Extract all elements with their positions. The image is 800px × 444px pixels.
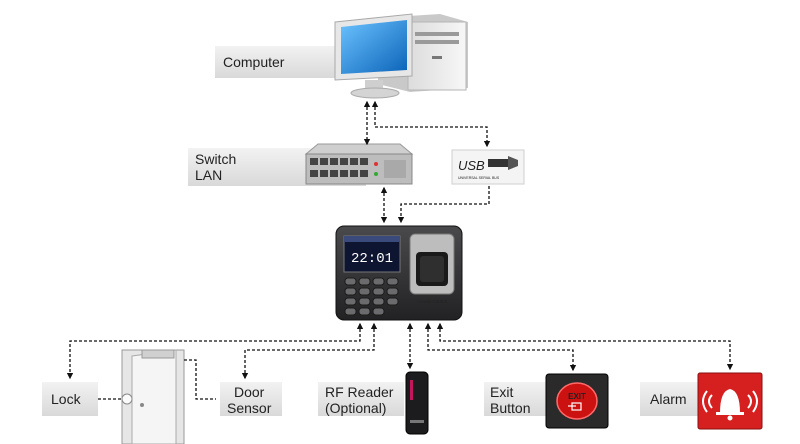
switch-label-line1: Switch (195, 151, 236, 167)
keypad-key (344, 307, 357, 316)
exit-sign-text: EXIT (568, 392, 586, 401)
door-lock-icon (121, 393, 133, 405)
keypad-key (386, 277, 399, 286)
lock-label-box (42, 382, 98, 416)
alarm-node: Alarm (640, 372, 763, 430)
connector-terminal-alarm (436, 322, 734, 371)
keypad-key (386, 287, 399, 296)
keypad-key (344, 277, 357, 286)
rf-reader-label-box (318, 382, 404, 416)
keypad-key (358, 287, 371, 296)
lock-node: Lock (42, 382, 98, 416)
exit-button-label-box (484, 382, 548, 416)
door-sensor-label-line1: Door (234, 384, 265, 400)
connector-computer-usb (371, 100, 491, 148)
keypad-key (372, 287, 385, 296)
door-sensor-label-box (220, 382, 282, 416)
door-sensor-label-line2: Sensor (227, 400, 272, 416)
connector-door-sensor (184, 359, 216, 400)
keypad-key (386, 297, 399, 306)
switch-node: Switch LAN (188, 143, 414, 186)
exit-button-label-line1: Exit (490, 384, 513, 400)
keypad-key (344, 287, 357, 296)
keypad-key (358, 307, 371, 316)
connectors (66, 100, 734, 400)
alarm-label-box (640, 382, 700, 416)
keypad-key (372, 277, 385, 286)
usb-plug-icon (488, 156, 518, 170)
exit-button-label-line2: Button (490, 400, 530, 416)
terminal-keypad (344, 277, 399, 316)
keypad-key (372, 297, 385, 306)
computer-label: Computer (223, 54, 285, 70)
switch-label-line2: LAN (195, 167, 222, 183)
rf-reader-label-line2: (Optional) (325, 400, 386, 416)
exit-button-icon: EXIT (545, 373, 609, 429)
lock-label: Lock (51, 391, 82, 407)
fingerprint-sensor-icon (409, 233, 455, 295)
access-control-terminal: 22:01 Access Control (335, 225, 463, 321)
keypad-key (358, 297, 371, 306)
connector-terminal-exit-button (424, 322, 577, 372)
keypad-key (372, 307, 385, 316)
usb-node: USB UNIVERSAL SERIAL BUS (451, 149, 525, 185)
keypad-key (344, 297, 357, 306)
connector-terminal-lock (66, 322, 364, 380)
connector-terminal-door-sensor (241, 322, 378, 380)
rf-reader-icon (405, 371, 429, 435)
network-switch-icon (304, 143, 414, 185)
computer-node: Computer (215, 13, 468, 99)
alarm-label: Alarm (650, 391, 687, 407)
usb-caption: UNIVERSAL SERIAL BUS (458, 176, 500, 180)
connector-usb-terminal (397, 186, 490, 224)
computer-monitor-icon (334, 13, 413, 99)
exit-button-node: Exit Button EXIT (484, 373, 609, 429)
alarm-bell-icon (697, 372, 763, 430)
rf-reader-node: RF Reader (Optional) (318, 371, 429, 435)
terminal-brand: Access Control (417, 299, 447, 304)
door-sensor-node: Door Sensor (220, 382, 282, 416)
usb-logo: USB (458, 158, 485, 173)
rf-reader-label-line1: RF Reader (325, 384, 394, 400)
door-icon (121, 349, 185, 444)
keypad-key (358, 277, 371, 286)
terminal-time: 22:01 (351, 251, 393, 267)
